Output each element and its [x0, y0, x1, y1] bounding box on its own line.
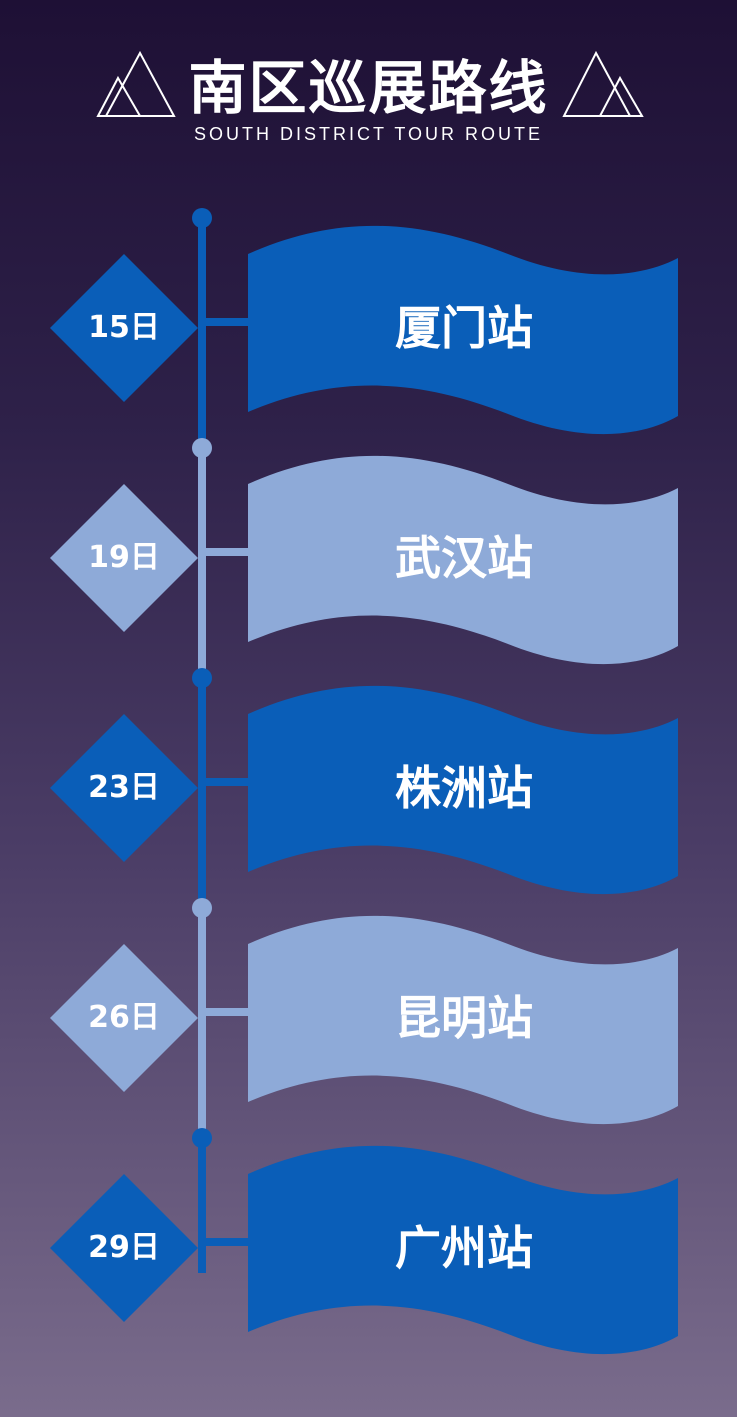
stop-date: 15日: [88, 310, 160, 345]
tour-stop: 26日 昆明站: [0, 914, 737, 1134]
tour-stop: 19日 武汉站: [0, 454, 737, 674]
station-flag: [248, 1145, 678, 1355]
tour-stop: 15日 厦门站: [0, 224, 737, 444]
station-name: 株洲站: [395, 761, 533, 815]
page-title: 南区巡展路线: [188, 54, 549, 122]
date-diamond: [50, 1174, 198, 1322]
page-subtitle: SOUTH DISTRICT TOUR ROUTE: [193, 124, 544, 144]
station-name: 厦门站: [395, 301, 533, 355]
timeline-dot: [192, 1128, 212, 1148]
stop-date: 19日: [88, 540, 160, 575]
timeline-dot: [192, 208, 212, 228]
station-name: 广州站: [395, 1221, 533, 1275]
stop-date: 23日: [88, 770, 160, 805]
timeline-dot: [192, 438, 212, 458]
triangle-left-icon: [96, 50, 176, 117]
timeline-dot: [192, 898, 212, 918]
date-diamond: [50, 714, 198, 862]
tour-stop: 29日 广州站: [0, 1144, 737, 1364]
triangle-right-icon: [562, 50, 644, 117]
stop-date: 29日: [88, 1230, 160, 1265]
date-diamond: [50, 484, 198, 632]
date-diamond: [50, 944, 198, 1092]
station-flag: [248, 225, 678, 435]
station-name: 武汉站: [395, 531, 533, 585]
station-flag: [248, 685, 678, 895]
stop-date: 26日: [88, 1000, 160, 1035]
date-diamond: [50, 254, 198, 402]
station-flag: [248, 455, 678, 665]
timeline-dot: [192, 668, 212, 688]
station-flag: [248, 915, 678, 1125]
station-name: 昆明站: [395, 991, 533, 1045]
tour-stop: 23日 株洲站: [0, 684, 737, 904]
